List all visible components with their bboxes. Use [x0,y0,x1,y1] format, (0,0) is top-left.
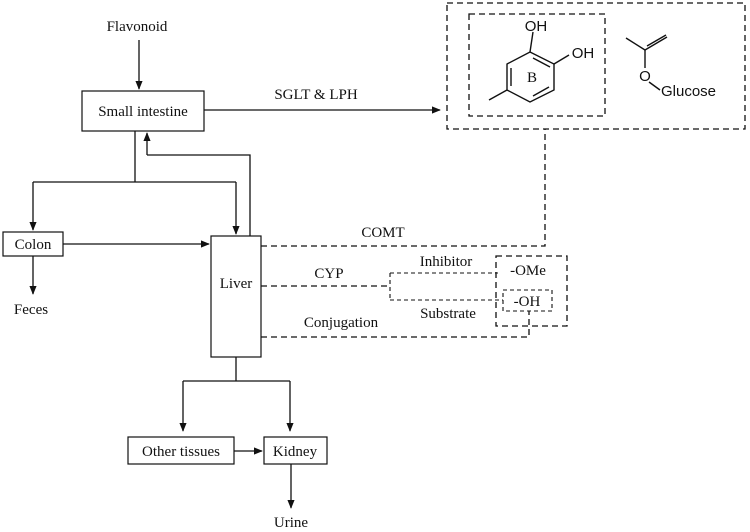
b-ring-box [468,13,606,117]
oh-right-label: OH [572,45,595,62]
node-kidney: Kidney [263,436,328,465]
dash-conjugation-path [261,311,530,338]
liver-label: Liver [220,276,252,292]
kidney-label: Kidney [273,444,318,460]
node-colon: Colon [2,231,64,257]
label-comt: COMT [361,225,404,241]
group-ome-label: -OMe [510,263,546,279]
line-liver-return [147,154,251,236]
label-substrate: Substrate [420,306,476,322]
node-other-tissues: Other tissues [127,436,235,465]
oh-group-box [502,289,553,312]
b-ring-structure [488,31,570,103]
node-feces: Feces [14,302,48,318]
colon-label: Colon [15,237,52,253]
label-sglt-lph: SGLT & LPH [274,87,358,103]
node-urine: Urine [274,515,308,531]
small-intestine-label: Small intestine [98,104,188,120]
oh-top-label: OH [525,18,548,35]
dash-comt-path [261,129,546,247]
node-liver: Liver [210,235,262,358]
label-conjugation: Conjugation [304,315,379,331]
functional-groups-box [495,255,568,327]
label-cyp: CYP [314,266,343,282]
label-inhibitor: Inhibitor [420,254,473,270]
other-tissues-label: Other tissues [142,444,220,460]
node-small-intestine: Small intestine [81,90,205,132]
ring-b-label: B [527,70,537,86]
structure-outer-box [446,2,746,130]
ether-o-label: O [639,68,651,85]
glucose-label: Glucose [661,83,716,100]
group-oh-label: -OH [514,294,541,310]
node-flavonoid: Flavonoid [107,19,168,35]
glucoside-structure [625,34,668,91]
